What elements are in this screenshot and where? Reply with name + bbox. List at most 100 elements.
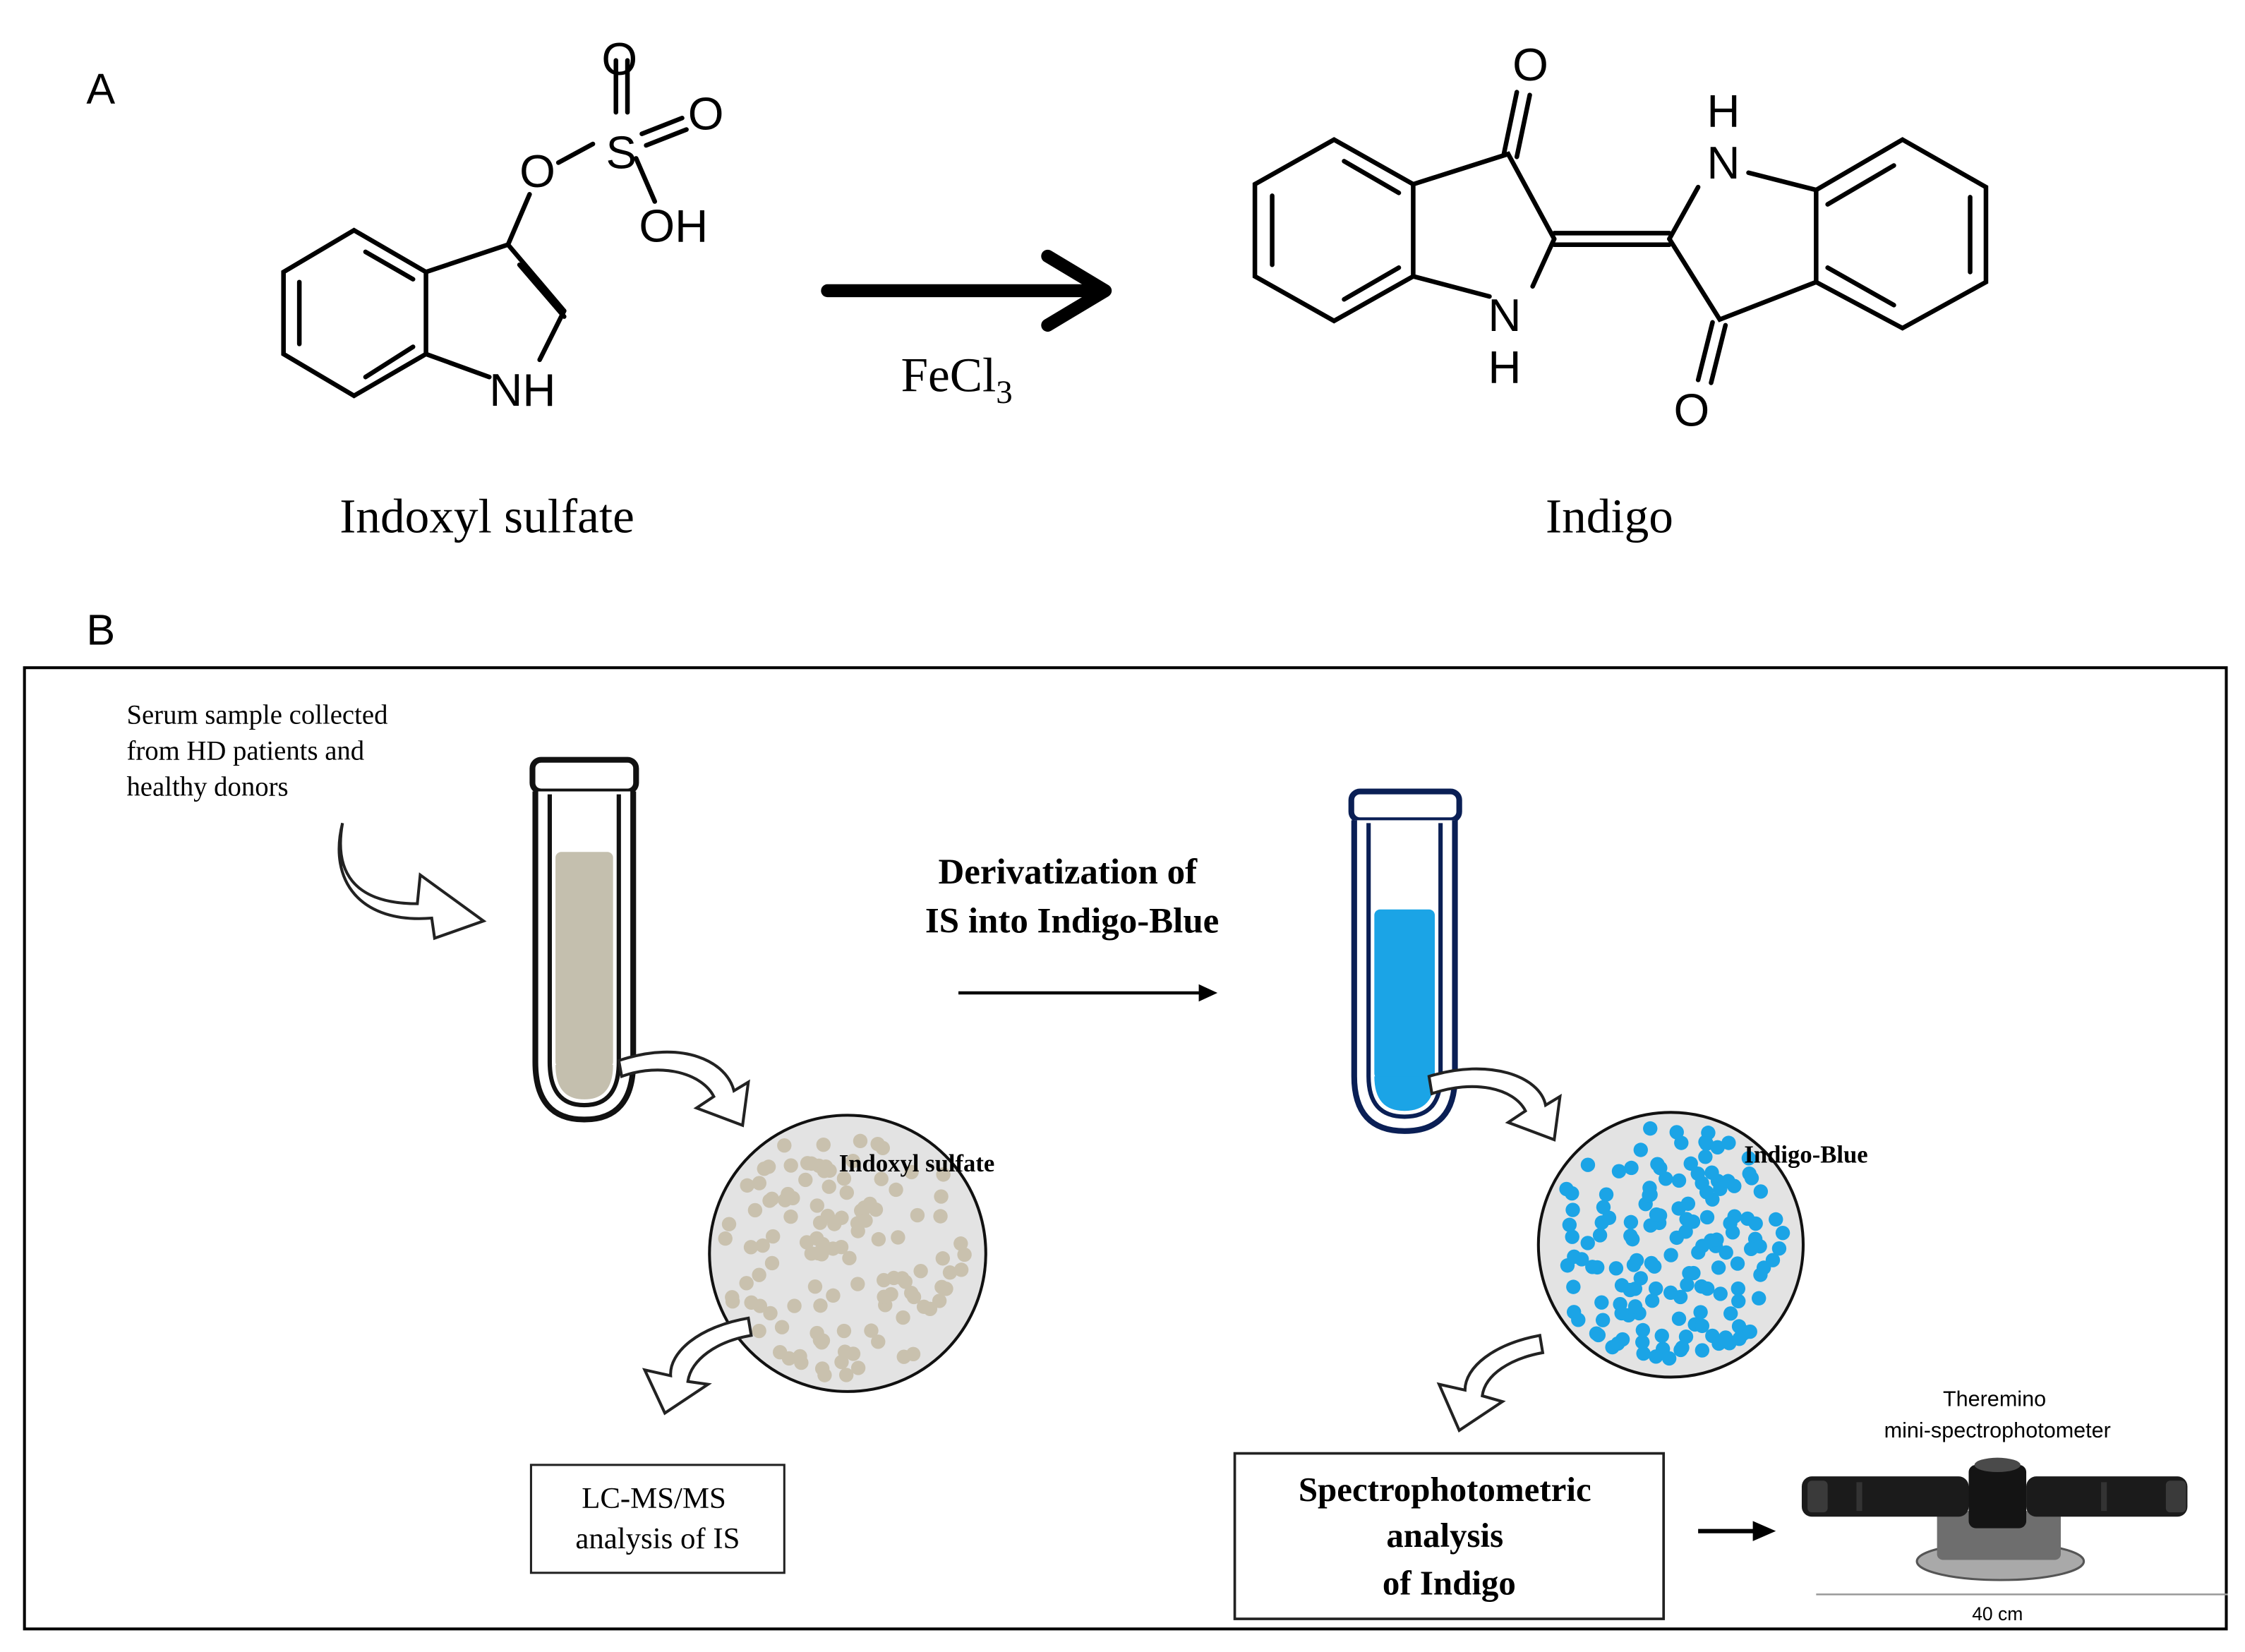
indigo-particle-dot: [1611, 1164, 1627, 1178]
indoxyl-sulfate-atoms: O O S OH O NH: [489, 33, 723, 416]
indigo-particle-label: Indigo-Blue: [1744, 1142, 1867, 1169]
indigo-particle-dot: [1721, 1174, 1735, 1188]
indigo-test-tube: [1348, 788, 1462, 1134]
indoxyl-particle-dot: [934, 1279, 949, 1295]
indoxyl-particle-dot: [933, 1209, 948, 1224]
indoxyl-particle-dot: [807, 1279, 823, 1294]
reaction-arrow: [821, 249, 1112, 332]
indoxyl-particle-dot: [913, 1263, 928, 1279]
indigo-particle-dot: [1643, 1121, 1658, 1136]
indoxyl-particle-dot: [817, 1368, 832, 1382]
indoxyl-particle-dot: [739, 1276, 754, 1291]
indigo-particle-dot: [1654, 1328, 1669, 1344]
indoxyl-particle-dot: [752, 1323, 766, 1339]
indoxyl-particle-dot: [804, 1156, 819, 1171]
indigo-particle-dot: [1589, 1326, 1604, 1341]
indigo-particle-dot: [1683, 1156, 1698, 1171]
atom-o-top: O: [601, 33, 637, 85]
indoxyl-particle-dot: [813, 1298, 828, 1313]
indigo-particle-dot: [1624, 1160, 1639, 1176]
curved-arrow-to-lcms-icon: [642, 1316, 753, 1416]
product-name: Indigo: [1546, 489, 1673, 543]
indoxyl-particle-dot: [772, 1345, 788, 1360]
indoxyl-particle-dot: [766, 1229, 781, 1244]
indigo-particle-dot: [1614, 1278, 1630, 1293]
indoxyl-particle-dot: [936, 1167, 951, 1182]
indigo-atoms: O N H H N O: [1488, 39, 1740, 435]
indigo-particle-dot: [1769, 1212, 1783, 1227]
indigo-particle-dot: [1680, 1277, 1695, 1292]
indigo-particle-dot: [1741, 1151, 1757, 1166]
spectro-box: [1233, 1452, 1666, 1620]
indoxyl-particle-dot: [957, 1247, 972, 1262]
indoxyl-particle-dot: [827, 1217, 842, 1231]
indoxyl-particle-dot: [783, 1209, 798, 1224]
indigo-particle-dot: [1580, 1157, 1596, 1172]
indigo-particle-dot: [1648, 1281, 1663, 1296]
indigo-particle-dot: [1608, 1261, 1624, 1276]
indigo-particle-dot: [1686, 1265, 1701, 1281]
indigo-particle-dot: [1649, 1349, 1663, 1364]
indigo-particle-dot: [1671, 1173, 1687, 1188]
atom-n-right: N: [1707, 137, 1740, 188]
indigo-particle-dot: [1744, 1171, 1759, 1186]
indigo-particle-dot: [1623, 1214, 1639, 1230]
indoxyl-particle-dot: [910, 1207, 925, 1223]
indoxyl-particle-dot: [764, 1191, 779, 1207]
indoxyl-particle-dot: [886, 1270, 901, 1286]
indigo-particle-dot: [1596, 1200, 1611, 1214]
indigo-particle-dot: [1678, 1224, 1693, 1239]
indigo-particle-dot: [1669, 1125, 1684, 1140]
indoxyl-particle-dot: [809, 1198, 824, 1213]
indoxyl-particle-dot: [718, 1231, 733, 1246]
indoxyl-particle-dot: [743, 1240, 759, 1255]
indoxyl-particle-dot: [862, 1196, 877, 1212]
indigo-particle-dot: [1566, 1305, 1582, 1320]
indigo-particle-dot: [1627, 1299, 1643, 1314]
derivatization-arrow: [958, 984, 1218, 1002]
indigo-particle-dot: [1649, 1207, 1664, 1222]
atom-n-left: N: [1488, 289, 1521, 341]
indoxyl-particle-dot: [811, 1246, 826, 1261]
indoxyl-particle-dot: [798, 1172, 813, 1188]
indigo-particle-dot: [1644, 1255, 1659, 1271]
indigo-particle-dot: [1711, 1336, 1726, 1351]
reagent-label: FeCl3: [901, 348, 1012, 411]
curved-arrow-to-particles-left-icon: [617, 1050, 750, 1128]
indigo-particle-dot: [1594, 1295, 1609, 1310]
instrument-label: Theremino mini-spectrophotometer: [1884, 1387, 2111, 1442]
indigo-particle-dot: [1775, 1225, 1790, 1241]
indoxyl-particles: [718, 1133, 972, 1382]
indigo-particle-dot: [1730, 1256, 1745, 1271]
indoxyl-particle-dot: [922, 1301, 938, 1317]
indoxyl-particle-dot: [774, 1320, 790, 1334]
atom-h-right: H: [1707, 85, 1740, 136]
indoxyl-particle-dot: [953, 1262, 969, 1277]
indigo-particle-dot: [1595, 1313, 1611, 1327]
indoxyl-particle-dot: [935, 1251, 951, 1266]
indoxyl-particle-dot: [836, 1323, 852, 1339]
atom-nh: NH: [489, 364, 555, 416]
indoxyl-particle-dot: [875, 1140, 890, 1156]
indigo-particle-dot: [1567, 1249, 1582, 1264]
indigo-particle-dot: [1704, 1233, 1719, 1248]
lcms-label: LC-MS/MS analysis of IS: [575, 1482, 740, 1555]
scale-label: 40 cm: [1972, 1603, 2023, 1624]
indoxyl-particle-dot: [747, 1202, 763, 1218]
indigo-particle-dot: [1699, 1136, 1714, 1151]
panel-b-frame: [23, 666, 2228, 1631]
atom-s: S: [606, 127, 637, 179]
atom-h-left: H: [1488, 341, 1521, 392]
indoxyl-particle-dot: [817, 1164, 831, 1178]
atom-o-link: O: [519, 145, 555, 197]
indigo-particle-dot: [1663, 1248, 1678, 1262]
indoxyl-particle-dot: [757, 1162, 771, 1176]
indoxyl-particle-dot: [850, 1277, 865, 1291]
indigo-particle-dot: [1756, 1260, 1771, 1275]
indigo-particle-dot: [1635, 1322, 1651, 1338]
indigo-particle-dot: [1699, 1210, 1715, 1225]
indigo-particle-dot: [1636, 1346, 1651, 1361]
indigo-particle-dot: [1713, 1286, 1728, 1301]
indigo-particle-dot: [1565, 1202, 1580, 1217]
indoxyl-particle-dot: [783, 1158, 798, 1173]
